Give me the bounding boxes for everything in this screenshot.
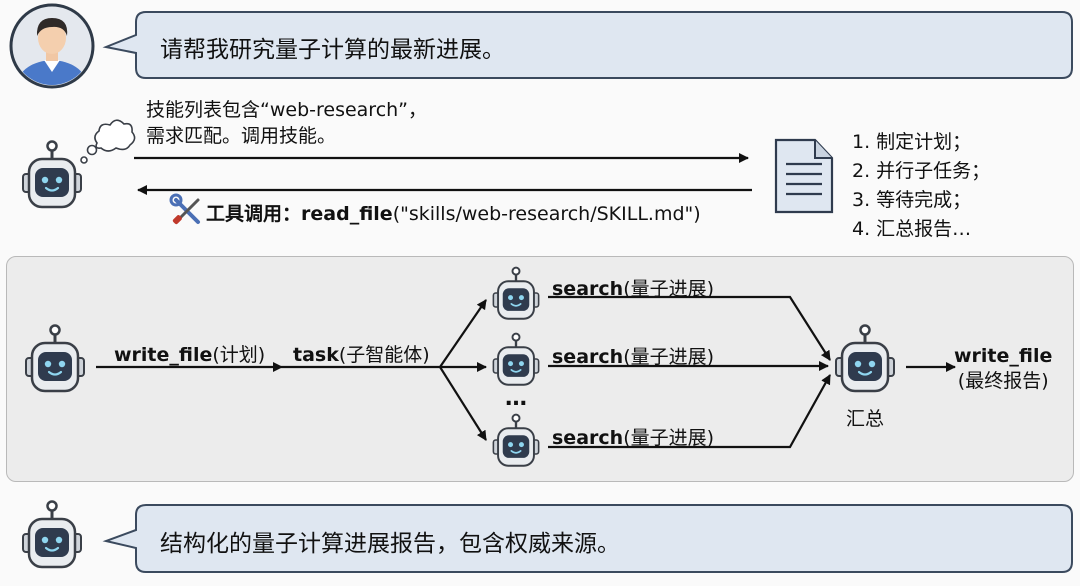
join-arrow-3 [548,374,831,449]
thought-cloud-icon [80,119,136,164]
search-function-2: search [552,346,624,368]
search-function-3: search [552,427,624,449]
skill-step-1: 1. 制定计划； [852,131,972,153]
tool-call-prefix: 工具调用： [206,203,302,225]
search-args-1: (量子进展) [623,278,715,300]
task-function: task [293,344,339,366]
workflow-panel [6,256,1074,482]
subagent-robot-icon-3 [492,413,540,467]
final-write-label: write_file (最终报告) [954,344,1052,394]
skill-match-line-2: 需求匹配。调用技能。 [146,125,337,147]
main-agent-robot-icon [24,324,86,393]
join-arrow-1 [548,295,831,361]
task-label: task(子智能体) [293,340,430,367]
tool-call-label: 工具调用：read_file("skills/web-research/SKIL… [206,199,701,226]
answer-speech-bubble [102,504,1073,573]
more-subagents-ellipsis: … [505,386,527,411]
aggregator-robot-icon [834,324,896,393]
final-answer-message: 结构化的量子计算进展报告，包含权威来源。 [160,531,620,557]
skill-step-4: 4. 汇总报告… [852,218,972,240]
search-function-1: search [552,278,624,300]
search-label-3: search(量子进展) [552,423,714,450]
skill-step-3: 3. 等待完成； [852,189,972,211]
search-label-2: search(量子进展) [552,342,714,369]
user-message: 请帮我研究量子计算的最新进展。 [160,37,505,63]
tools-icon [169,193,200,225]
search-args-2: (量子进展) [623,346,715,368]
subagent-robot-icon-1 [492,266,540,320]
fork-arrow-1 [439,299,487,368]
skill-match-note: 技能列表包含“web-research”， 需求匹配。调用技能。 [146,97,427,149]
final-write-args: (最终报告) [957,370,1049,392]
skill-document-icon [774,138,834,214]
subagent-robot-icon-2 [492,332,540,386]
final-write-function: write_file [954,345,1053,367]
user-avatar [9,3,95,89]
fork-arrow-3 [439,366,487,441]
tool-call-args: ("skills/web-research/SKILL.md") [392,203,701,225]
write-plan-args: (计划) [212,344,266,366]
skill-steps-list: 1. 制定计划； 2. 并行子任务； 3. 等待完成； 4. 汇总报告… [852,128,990,244]
tool-call-function: read_file [301,203,393,225]
skill-match-line-1: 技能列表包含“web-research”， [146,99,428,121]
answer-robot-icon [21,500,83,569]
write-plan-label: write_file(计划) [114,340,265,367]
search-args-3: (量子进展) [623,427,715,449]
skill-step-2: 2. 并行子任务； [852,160,991,182]
aggregate-label: 汇总 [846,408,885,430]
write-plan-function: write_file [114,344,213,366]
task-args: (子智能体) [338,344,430,366]
user-speech-bubble [102,11,1073,79]
search-label-1: search(量子进展) [552,274,714,301]
